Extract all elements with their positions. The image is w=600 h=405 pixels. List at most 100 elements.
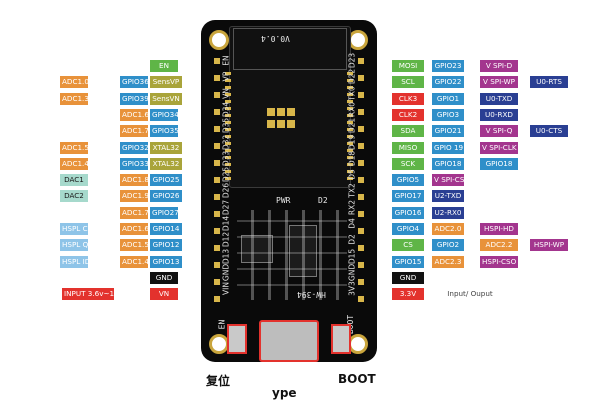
left-label-row-8-2: GPIO26 [150,190,182,203]
right-label-row-12-2: HSPI-CSO [480,255,518,268]
left-label-row-8-0: DAC2 [60,190,88,203]
right-label-row-11-0: CS [392,239,424,252]
left-label-row-7-0: DAC1 [60,174,88,187]
right-header-pins [358,58,364,313]
right-label-row-10-2: HSPI-HD [480,223,518,235]
left-label-row-2-1: GPIO39 [120,92,148,105]
right-label-row-3-1: GPIO3 [432,108,464,121]
left-label-row-14-1: VN [150,288,178,301]
left-label-row-6-2: XTAL32 [150,157,182,170]
left-label-row-9-0: ADC1.7 [120,206,148,219]
left-label-row-3-0: ADC1.6 [120,108,148,121]
left-label-row-12-1: ADC1.4 [120,255,148,268]
left-label-row-10-1: ADC1.6 [120,223,148,235]
left-label-row-5-2: XTAL32 [150,141,182,154]
right-label-row-5-1: GPIO 19 [432,141,464,154]
esp32-module [229,26,351,188]
left-label-row-4-1: GPIO35 [150,125,178,138]
boot-button[interactable] [331,324,351,354]
right-label-row-10-0: GPIO4 [392,223,424,235]
board-model-label: HW-394 [297,290,326,299]
en-button-label: EN [217,319,227,330]
right-label-row-3-0: CLK2 [392,108,424,121]
right-label-row-0-0: MOSI [392,60,424,72]
right-label-row-1-3: U0-RTS [530,76,568,89]
right-label-row-6-1: GPIO18 [432,157,464,170]
right-label-row-14-1: Input/ Ouput [447,289,493,299]
right-label-row-14-0: 3.3V [392,288,424,301]
left-label-row-11-1: ADC1.5 [120,239,148,252]
usb-port[interactable] [259,320,319,362]
right-label-row-4-3: U0-CTS [530,125,568,138]
right-pin-name-14: 3V3 [347,281,357,297]
right-label-row-1-0: SCL [392,76,424,89]
right-label-row-8-0: GPIO17 [392,190,424,203]
module-left-castellations [225,72,231,182]
right-label-row-5-2: V SPI-CLK [480,141,518,154]
right-label-row-4-1: GPIO21 [432,125,464,138]
left-label-row-14-0: INPUT 3.6v~18V [62,288,114,301]
left-label-row-12-2: GPIO13 [150,255,182,268]
right-label-row-7-1: V SPI-CSO [432,174,464,187]
mounting-hole-top-left [209,30,229,50]
right-label-row-8-1: U2-TXD [432,190,464,203]
right-label-row-12-0: GPIO15 [392,255,424,268]
right-label-row-13-0: GND [392,271,424,284]
right-label-row-2-1: GPIO1 [432,92,464,105]
module-version-label: V0.0.4 [261,34,290,43]
right-label-row-6-0: SCK [392,157,424,170]
right-label-row-4-0: SDA [392,125,424,138]
left-label-row-1-2: SensVP [150,76,182,89]
left-label-row-10-0: HSPL CLK [60,223,88,235]
left-label-row-5-0: ADC1.5 [60,141,88,154]
right-label-row-11-3: HSPI-WP [530,239,568,252]
left-label-row-2-2: SensVN [150,92,182,105]
left-label-row-13-0: GND [150,271,178,284]
left-label-row-7-1: ADC1.8 [120,174,148,187]
module-gold-pads [267,108,295,132]
smd-components [237,210,347,300]
left-label-row-10-2: GPIO14 [150,223,182,235]
right-label-row-10-1: ADC2.0 [432,223,464,235]
left-label-row-1-1: GPIO36 [120,76,148,89]
left-label-row-1-0: ADC1.0 [60,76,88,89]
right-label-row-11-1: GPIO2 [432,239,464,252]
left-header-pins [214,58,220,313]
usb-type-caption: ype [272,386,297,400]
left-label-row-4-0: ADC1.7 [120,125,148,138]
left-label-row-2-0: ADC1.3 [60,92,88,105]
right-label-row-0-2: V SPI-D [480,60,518,72]
mounting-hole-bottom-right [348,334,368,354]
left-label-row-9-1: GPIO27 [150,206,178,219]
module-right-castellations [347,72,353,182]
right-label-row-2-2: U0-TXD [480,92,518,105]
left-label-row-0-0: EN [150,60,178,72]
boot-caption: BOOT [338,372,376,386]
voltage-regulator [241,235,273,263]
antenna-area [233,28,347,70]
left-label-row-5-1: GPIO32 [120,141,148,154]
right-label-row-9-1: U2-RX0 [432,206,464,219]
right-label-row-2-0: CLK3 [392,92,424,105]
pwr-label: PWR [276,196,291,205]
reset-caption: 复位 [206,374,231,388]
left-label-row-7-2: GPIO25 [150,174,182,187]
right-label-row-6-2: GPIO18 [480,157,518,170]
left-label-row-6-1: GPIO33 [120,157,148,170]
right-label-row-1-1: GPIO22 [432,76,464,89]
right-label-row-4-2: V SPI-Q [480,125,518,138]
right-label-row-3-2: U0-RXD [480,108,518,121]
right-label-row-5-0: MISO [392,141,424,154]
right-label-row-1-2: V SPI-WP [480,76,518,89]
left-label-row-8-1: ADC1.9 [120,190,148,203]
left-label-row-3-1: GPIO34 [150,108,178,121]
left-label-row-6-0: ADC1.4 [60,157,88,170]
reset-button[interactable] [227,324,247,354]
right-label-row-7-0: GPIO5 [392,174,424,187]
left-label-row-12-0: HSPL ID [60,255,88,268]
right-label-row-11-2: ADC2.2 [480,239,518,252]
right-label-row-9-0: GPIO16 [392,206,424,219]
mounting-hole-bottom-left [209,334,229,354]
right-label-row-0-1: GPIO23 [432,60,464,72]
